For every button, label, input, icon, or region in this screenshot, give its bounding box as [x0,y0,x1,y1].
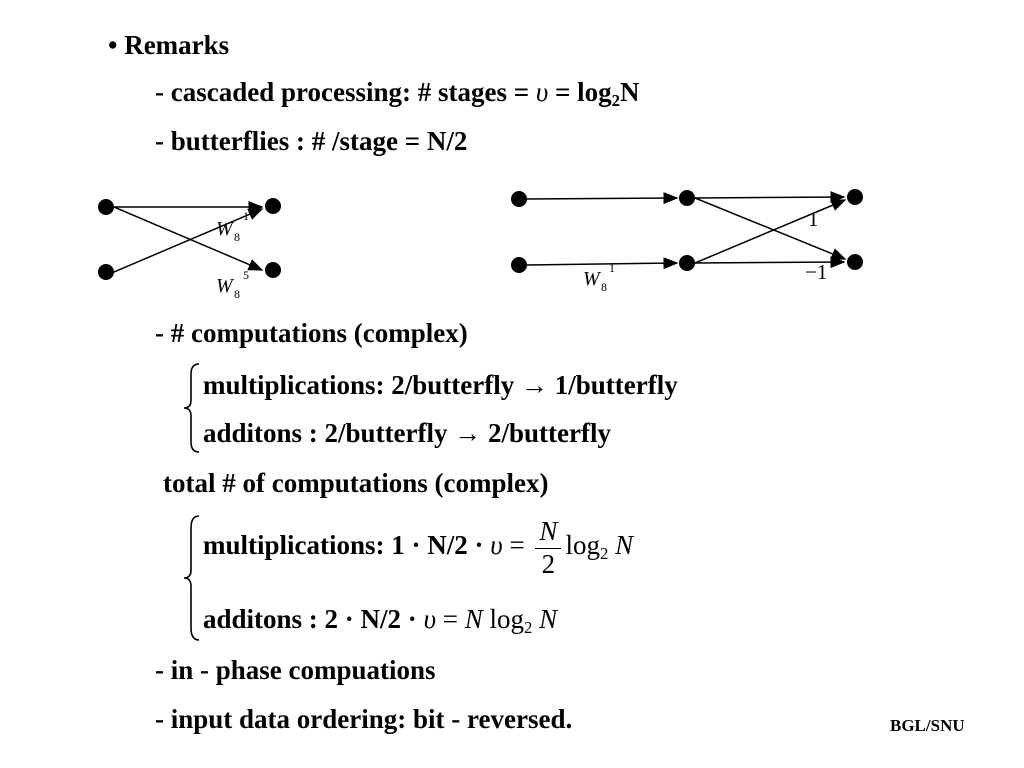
computations-brace [183,363,200,453]
bullet-icon: • [108,30,118,60]
left-bottom-weight-sup: 5 [243,268,249,282]
remarks-heading: • Remarks [108,32,229,59]
cascaded-expr-b: = log [548,77,612,107]
left-top-weight-sub: 8 [234,230,240,244]
total-add-equals: = [435,604,465,634]
left-node-top-in [98,199,114,215]
cascaded-label: - cascaded processing: [155,77,411,107]
total-additions-line: additons : 2 · N/2 · υ = N log2 N [203,606,557,637]
left-node-top-out [265,198,281,214]
total-add-log-var: N [532,604,558,634]
left-node-bottom-in [98,264,114,280]
cascaded-processing-line: - cascaded processing: # stages = υ = lo… [155,79,640,110]
footer-label: BGL/SNU [890,716,965,735]
totals-brace [183,515,200,641]
right-edge-bottom-input [526,257,679,270]
total-add-log: log [482,604,524,634]
right-input-weight: W [583,268,602,290]
left-edge-bottom-straight [113,208,264,273]
right-node-top-in [511,191,527,207]
right-edge-cross-up [694,199,847,264]
inphase-line: - in - phase compuations [155,655,436,685]
right-edge-top-input [526,192,679,205]
fraction-numerator: N [535,518,562,549]
computations-header: - # computations (complex) [155,318,468,348]
left-top-weight-sup: 1 [243,209,249,223]
total-mult-log: log [565,530,600,561]
right-node-bottom-out [847,254,863,270]
cascaded-expr-a: # stages = [417,77,536,107]
input-ordering-line: - input data ordering: bit - reversed. [155,704,573,734]
right-edge-cross-down [694,197,847,260]
cascaded-expr-c: N [620,77,640,107]
right-node-bottom-mid [679,255,695,271]
right-edge-top-straight [694,191,846,204]
total-mult-upsilon: υ [490,530,503,561]
butterflies-line: - butterflies : # /stage = N/2 [155,126,468,156]
right-top-coefficient: 1 [808,207,819,231]
total-mult-log-var: N [608,530,634,561]
left-node-bottom-out [265,262,281,278]
right-input-weight-sup: 1 [609,261,615,275]
right-butterfly-diagram: W 8 1 1 −1 [511,189,863,294]
total-mult-equals: = [502,530,532,561]
upsilon-symbol: υ [535,77,549,107]
right-node-top-mid [679,190,695,206]
total-add-log-base: 2 [523,618,533,638]
left-butterfly-diagram: W 8 1 W 8 5 [98,198,281,301]
right-input-weight-sub: 8 [601,280,607,294]
right-bottom-coefficient: −1 [805,260,827,284]
additions-line: additons : 2/butterfly → 2/butterfly [203,418,611,448]
left-bottom-weight: W [216,275,235,297]
remarks-title: Remarks [124,30,230,60]
fraction-denominator: 2 [541,549,556,579]
right-edge-bottom-straight [694,256,846,269]
total-add-upsilon: υ [423,604,436,634]
multiplications-line: multiplications: 2/butterfly → 1/butterf… [203,370,678,400]
left-top-weight: W [216,218,235,240]
left-bottom-weight-sub: 8 [234,287,240,301]
total-mult-log-base: 2 [599,544,609,564]
left-edge-cross [113,206,264,271]
total-mult-label: multiplications: 1 · N/2 · [203,530,491,561]
total-add-var: N [464,604,483,634]
total-computations-header: total # of computations (complex) [163,468,549,498]
right-node-bottom-in [511,257,527,273]
total-add-label: additons : 2 · N/2 · [203,604,424,634]
right-node-top-out [847,189,863,205]
cascaded-log-base: 2 [611,91,621,111]
